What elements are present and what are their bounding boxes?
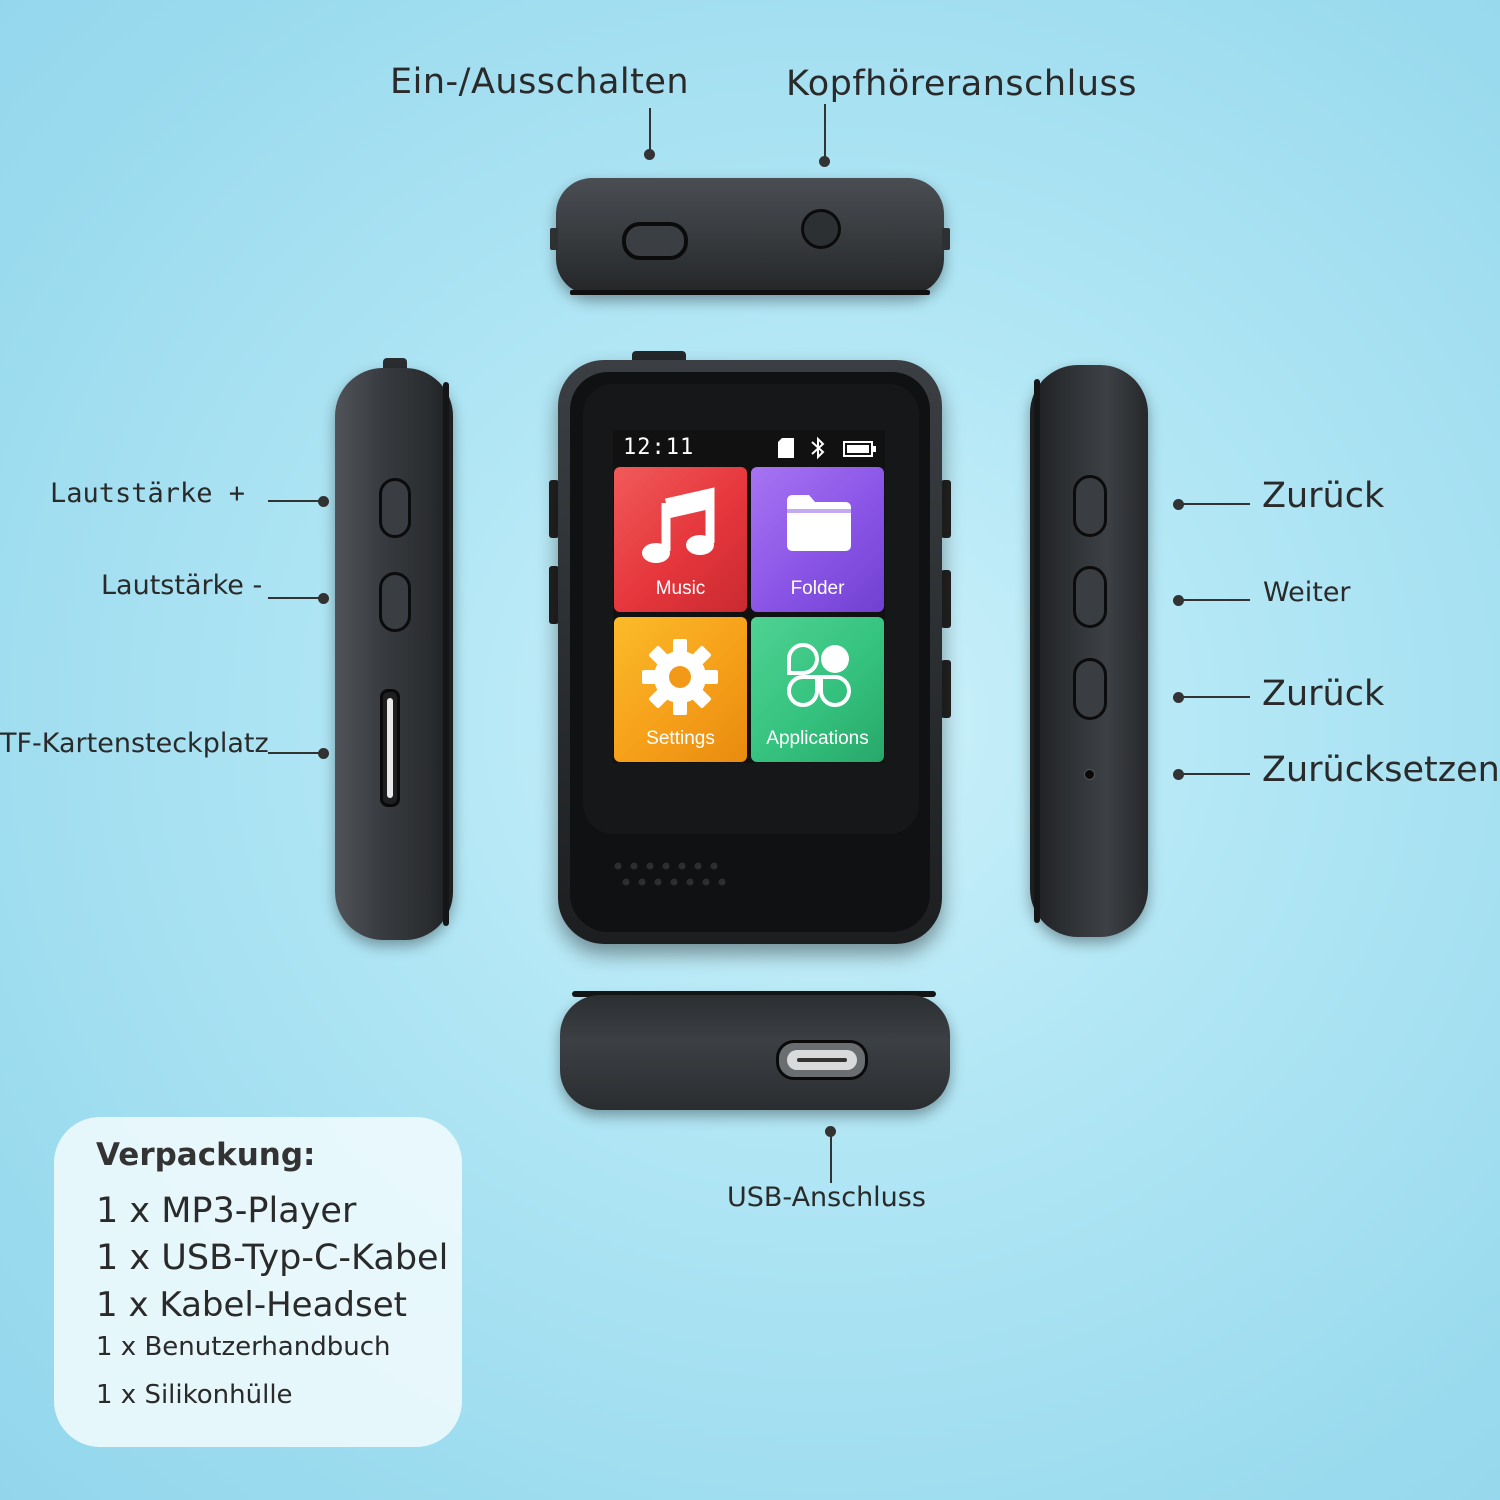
bluetooth-icon bbox=[811, 436, 825, 460]
power-label: Ein-/Ausschalten bbox=[390, 62, 690, 102]
left-view-seam bbox=[443, 382, 449, 926]
headphone-leader-dot bbox=[819, 156, 830, 167]
headphone-label: Kopfhöreranschluss bbox=[786, 64, 1137, 104]
battery-icon bbox=[843, 441, 876, 457]
tf-slot-leader-dot bbox=[318, 748, 329, 759]
tile-music-label: Music bbox=[655, 578, 706, 599]
device-top-view bbox=[556, 178, 944, 295]
front-right-button-3 bbox=[941, 660, 951, 718]
volume-up-button[interactable] bbox=[379, 478, 411, 538]
package-item-2: 1 x USB-Typ-C-Kabel bbox=[96, 1238, 449, 1278]
apps-icon bbox=[786, 643, 851, 707]
top-view-side-nub-right bbox=[942, 228, 950, 250]
bottom-view-seam bbox=[572, 991, 936, 997]
back-1-leader-line bbox=[1178, 503, 1250, 505]
back-label-1: Zurück bbox=[1262, 476, 1385, 516]
tile-folder[interactable]: Folder bbox=[751, 467, 884, 612]
back-button-1[interactable] bbox=[1073, 475, 1107, 537]
tile-applications-label: Applications bbox=[766, 728, 869, 749]
volume-down-button[interactable] bbox=[379, 572, 411, 632]
package-item-1: 1 x MP3-Player bbox=[96, 1191, 357, 1231]
folder-icon bbox=[787, 495, 851, 551]
usb-label: USB-Anschluss bbox=[727, 1182, 926, 1213]
reset-label: Zurücksetzen bbox=[1262, 750, 1500, 790]
volume-down-label: Lautstärke - bbox=[101, 570, 263, 601]
touch-screen: 12:11 Music Folder bbox=[613, 430, 885, 763]
top-view-seam bbox=[570, 290, 930, 295]
front-left-button-lower bbox=[549, 566, 559, 624]
device-bottom-view bbox=[560, 995, 950, 1110]
reset-leader-line bbox=[1178, 773, 1250, 775]
tf-card-slot[interactable] bbox=[380, 689, 400, 807]
sd-card-icon bbox=[778, 438, 794, 458]
package-item-5: 1 x Silikonhülle bbox=[96, 1380, 293, 1410]
usb-c-port bbox=[776, 1040, 868, 1080]
package-contents-panel: Verpackung: 1 x MP3-Player 1 x USB-Typ-C… bbox=[54, 1117, 462, 1447]
speaker-grille bbox=[614, 862, 726, 886]
tile-applications[interactable]: Applications bbox=[751, 617, 884, 762]
next-leader-line bbox=[1178, 599, 1250, 601]
back-button-2[interactable] bbox=[1073, 658, 1107, 720]
volume-up-leader-dot bbox=[318, 496, 329, 507]
music-note-icon bbox=[642, 487, 715, 563]
power-button[interactable] bbox=[622, 222, 688, 260]
volume-down-leader-dot bbox=[318, 593, 329, 604]
usb-leader-line bbox=[830, 1131, 832, 1183]
front-right-button-2 bbox=[941, 570, 951, 628]
volume-down-leader-line bbox=[268, 597, 324, 599]
back-label-2: Zurück bbox=[1262, 674, 1385, 714]
device-right-view bbox=[1030, 365, 1148, 937]
device-left-view bbox=[335, 368, 453, 940]
volume-up-leader-line bbox=[268, 500, 324, 502]
headphone-jack bbox=[801, 209, 841, 249]
gear-icon bbox=[642, 639, 718, 715]
tile-settings-label: Settings bbox=[646, 728, 715, 749]
tile-settings[interactable]: Settings bbox=[614, 617, 747, 762]
status-bar: 12:11 bbox=[613, 430, 885, 466]
usb-c-port-inner bbox=[787, 1050, 857, 1070]
reset-pinhole[interactable] bbox=[1084, 769, 1095, 780]
front-right-button-1 bbox=[941, 480, 951, 538]
tile-folder-label: Folder bbox=[790, 578, 845, 599]
tf-slot-leader-line bbox=[268, 752, 324, 754]
tf-card-slot-inner bbox=[387, 698, 393, 798]
next-label: Weiter bbox=[1263, 577, 1351, 608]
package-item-4: 1 x Benutzerhandbuch bbox=[96, 1332, 391, 1362]
right-view-seam bbox=[1034, 379, 1040, 923]
package-title: Verpackung: bbox=[96, 1137, 316, 1173]
power-leader-line bbox=[649, 108, 651, 154]
tile-music[interactable]: Music bbox=[614, 467, 747, 612]
headphone-leader-line bbox=[824, 104, 826, 158]
back-2-leader-line bbox=[1178, 696, 1250, 698]
usb-c-tongue bbox=[797, 1058, 847, 1062]
next-button[interactable] bbox=[1073, 566, 1107, 628]
front-left-button-upper bbox=[549, 480, 559, 538]
top-view-side-nub-left bbox=[550, 228, 558, 250]
power-leader-dot bbox=[644, 149, 655, 160]
clock: 12:11 bbox=[623, 435, 695, 460]
package-item-3: 1 x Kabel-Headset bbox=[96, 1285, 407, 1325]
volume-up-label: Lautstärke + bbox=[50, 478, 246, 509]
tf-slot-label: TF-Kartensteckplatz bbox=[0, 728, 269, 759]
